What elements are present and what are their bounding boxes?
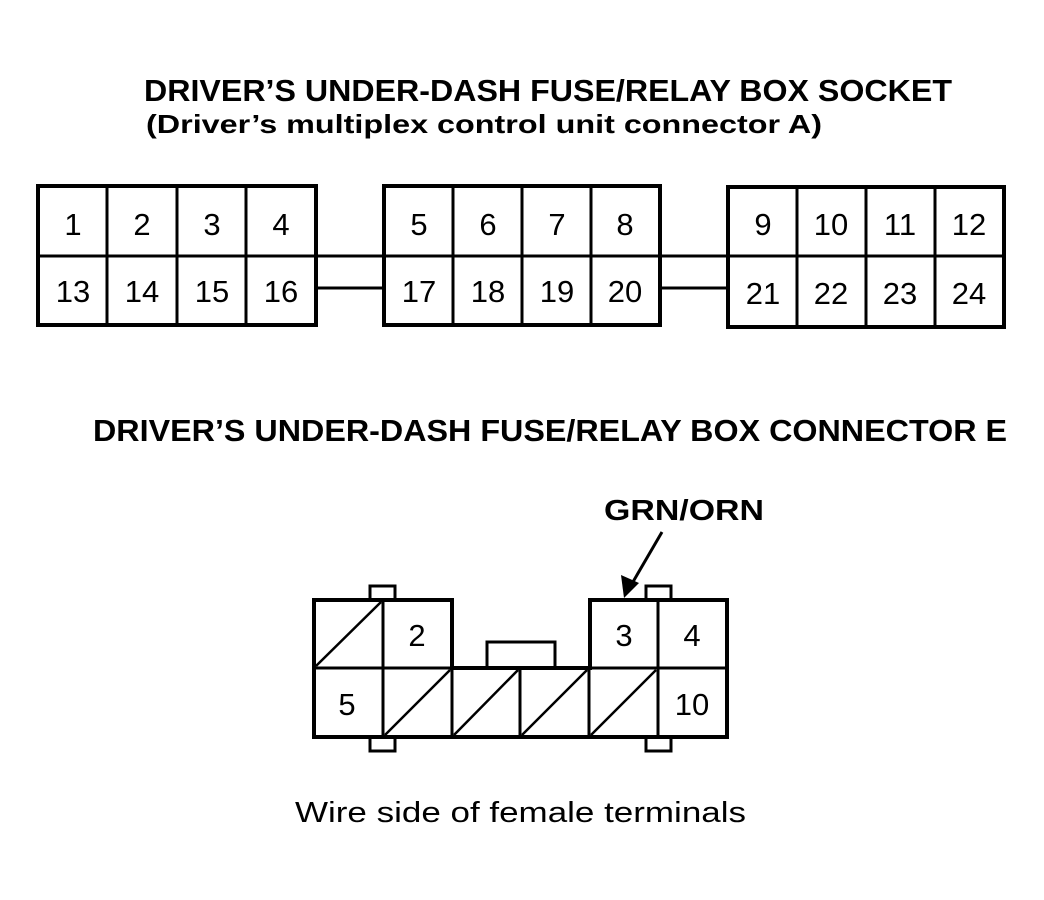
locking-tab-bottom-right	[644, 735, 673, 753]
pin-label: 11	[884, 207, 916, 242]
unused-cavity-mark	[453, 669, 519, 736]
pin-label: 14	[125, 274, 159, 309]
socket-title: DRIVER’S UNDER-DASH FUSE/RELAY BOX SOCKE…	[144, 73, 952, 108]
arrow-head	[621, 575, 639, 598]
socket-block-1: 1 2 3 4 13 14 15 16	[36, 184, 318, 327]
arrow-shaft	[628, 531, 664, 588]
locking-tab-top-right	[644, 584, 673, 602]
pin-label: 19	[540, 274, 574, 309]
pin-label: 17	[402, 274, 436, 309]
pin-label: 23	[883, 276, 917, 311]
pin-label: 3	[615, 618, 632, 653]
pin-label: 21	[746, 276, 780, 311]
socket-block-3: 9 10 11 12 21 22 23 24	[726, 185, 1006, 329]
socket-subtitle: (Driver’s multiplex control unit connect…	[146, 109, 822, 139]
pin-label: 8	[616, 207, 633, 242]
pin-label: 22	[814, 276, 848, 311]
pin-label: 6	[479, 207, 496, 242]
connector-caption: Wire side of female terminals	[295, 797, 746, 829]
connector-e-title: DRIVER’S UNDER-DASH FUSE/RELAY BOX CONNE…	[93, 413, 1007, 448]
unused-cavity-mark	[590, 669, 657, 736]
pin-label: 4	[272, 207, 289, 242]
pin-label: 5	[338, 687, 355, 722]
unused-cavity-mark	[384, 669, 451, 736]
unused-cavity-mark	[521, 669, 588, 736]
pin-label: 7	[548, 207, 565, 242]
locking-tab-top-left	[368, 584, 397, 602]
pin-label: 20	[608, 274, 642, 309]
block-link-lines	[316, 254, 728, 290]
pin-label: 1	[64, 207, 81, 242]
pin-label: 3	[203, 207, 220, 242]
pin-label: 9	[754, 207, 771, 242]
arrow-icon	[621, 531, 664, 598]
locking-tab-bottom-left	[368, 735, 397, 753]
unused-cavity-mark	[315, 601, 382, 667]
pin-label: 12	[952, 207, 986, 242]
pin-label: 24	[952, 276, 986, 311]
pin-label: 16	[264, 274, 298, 309]
pin-label: 2	[133, 207, 150, 242]
wire-color-label: GRN/ORN	[604, 495, 764, 527]
pin-label: 15	[195, 274, 229, 309]
connector-key	[485, 640, 557, 670]
pin-label: 4	[683, 618, 700, 653]
pin-label: 13	[56, 274, 90, 309]
pin-label: 18	[471, 274, 505, 309]
pin-label: 10	[675, 687, 709, 722]
socket-block-2: 5 6 7 8 17 18 19 20	[382, 184, 662, 327]
pin-label: 2	[408, 618, 425, 653]
connector-e-body: 2 3 4 5 10	[312, 598, 729, 739]
pin-label: 10	[814, 207, 848, 242]
pin-label: 5	[410, 207, 427, 242]
